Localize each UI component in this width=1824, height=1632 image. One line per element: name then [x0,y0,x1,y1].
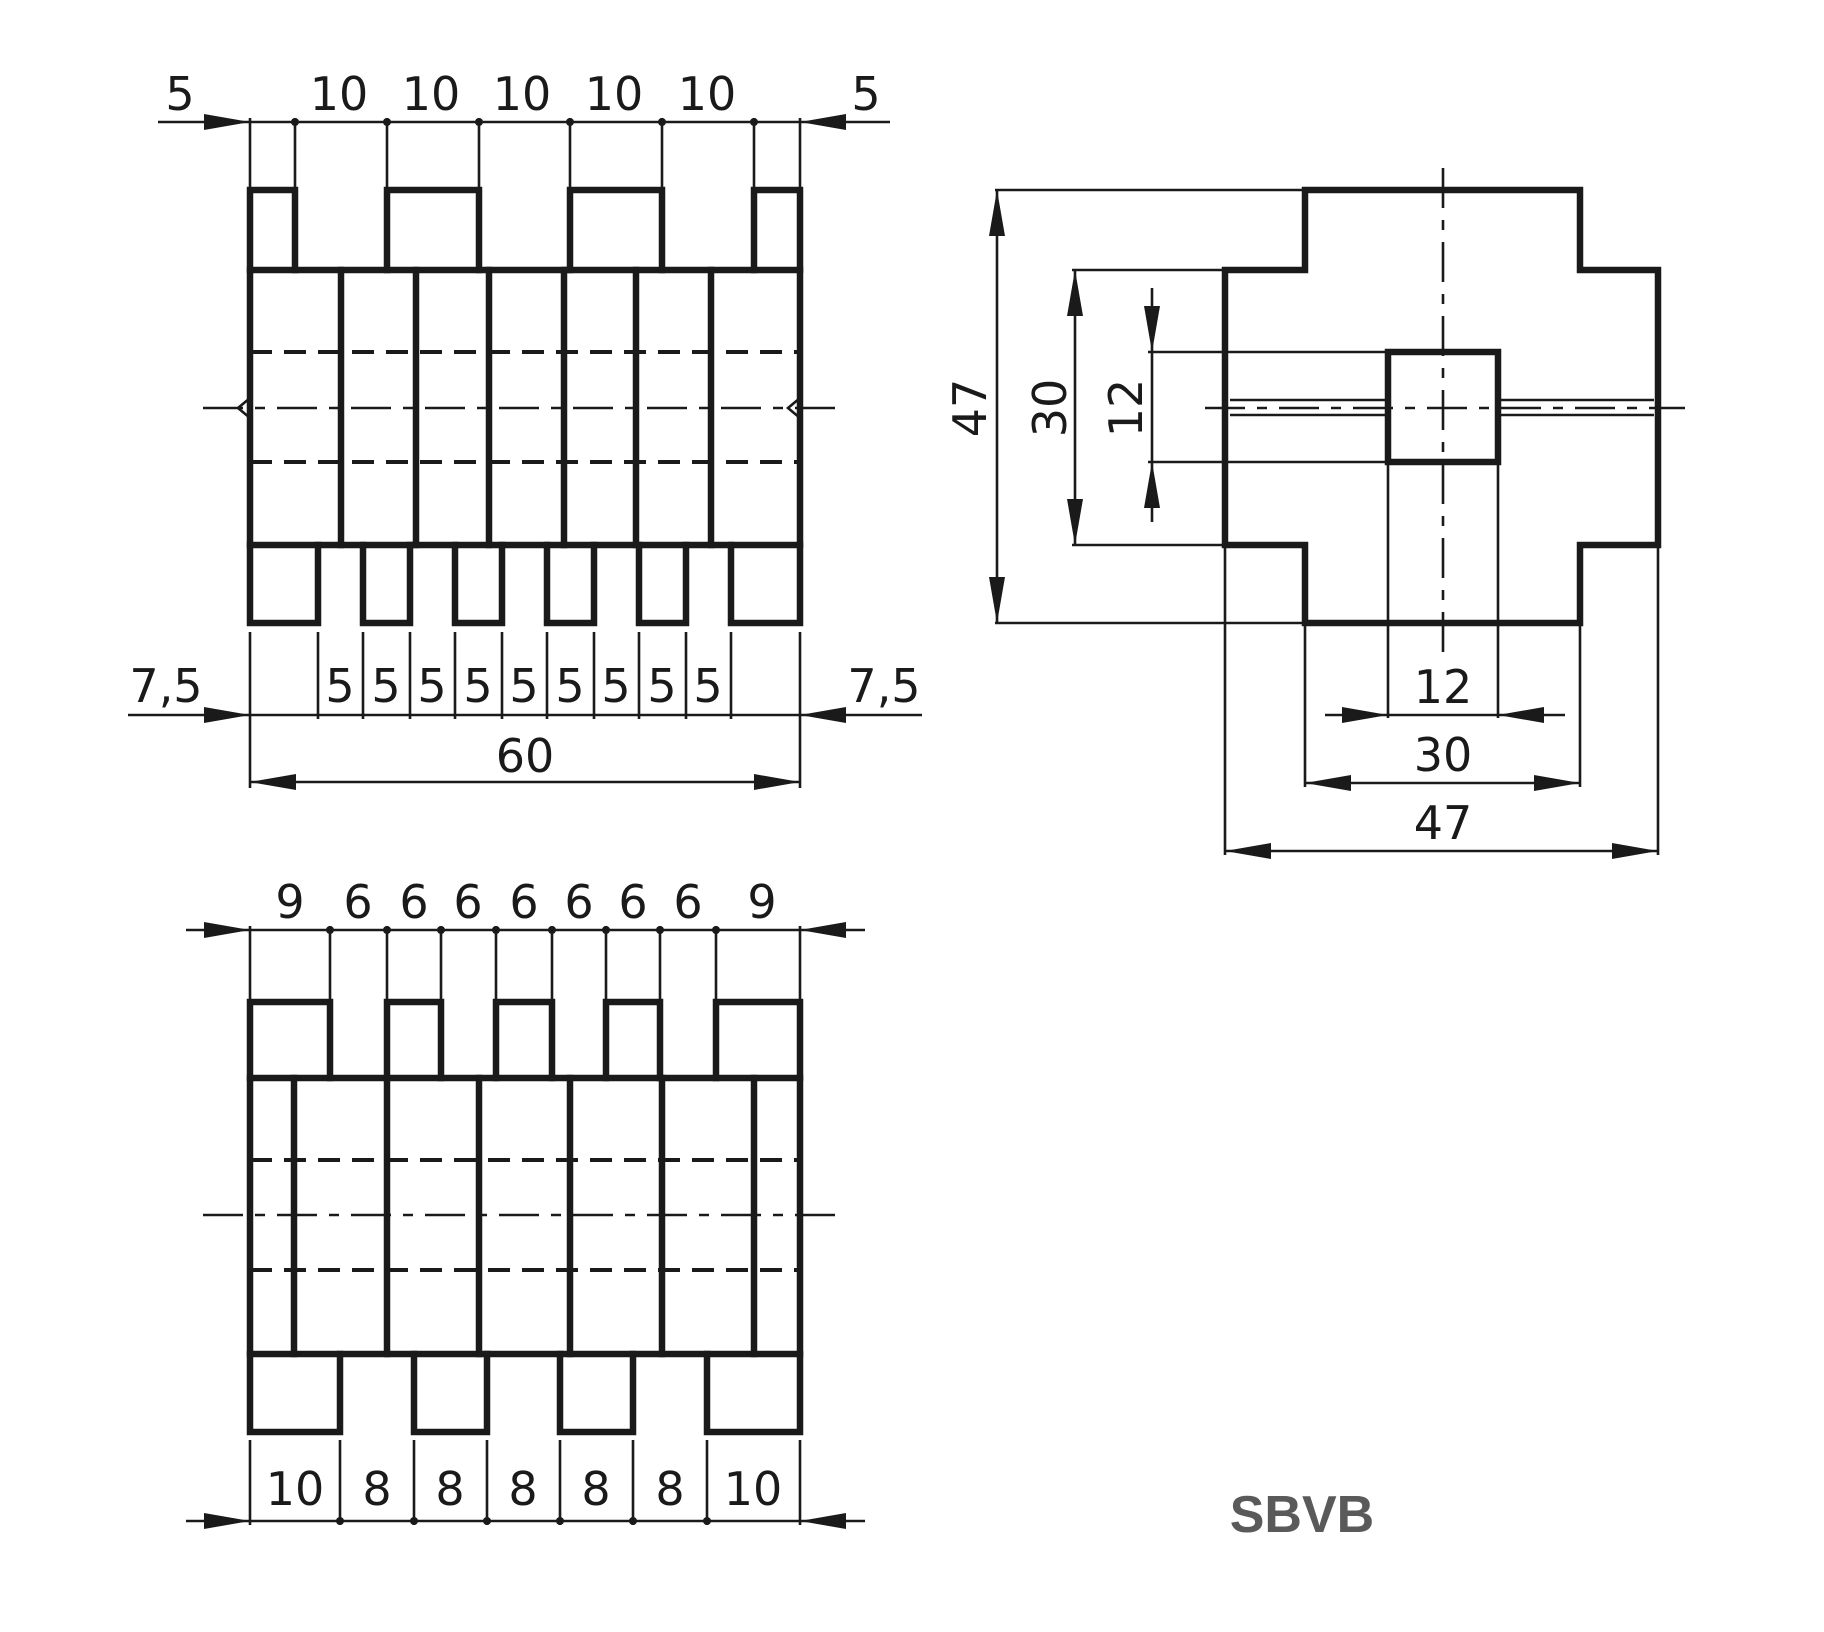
dim-lower-bottom-1: 8 [362,1462,391,1516]
side-view: 47 30 12 12 30 47 [943,168,1685,859]
dim-bottom-3: 5 [417,659,446,713]
dim-bottom-1: 5 [325,659,354,713]
dim-top-4: 10 [585,67,644,121]
dim-lower-bottom-0: 10 [266,1462,325,1516]
dim-lower-top-5: 6 [564,875,593,929]
dim-lower-bottom-6: 10 [724,1462,783,1516]
dim-lower-bottom-5: 8 [655,1462,684,1516]
dim-lower-bottom-4: 8 [581,1462,610,1516]
dim-lower-top-8: 9 [747,875,776,929]
dim-top-1: 10 [310,67,369,121]
dim-bottom-2: 5 [371,659,400,713]
dim-side-h-1: 30 [1414,728,1473,782]
dim-bottom-5: 5 [509,659,538,713]
dim-side-h-2: 47 [1414,796,1473,850]
dim-top-0: 5 [165,67,194,121]
dim-top-2: 10 [402,67,461,121]
dim-lower-top-4: 6 [509,875,538,929]
dim-top-6: 5 [851,67,880,121]
dim-side-v-2: 12 [1099,379,1153,438]
dim-side-v-0: 47 [943,379,997,438]
dim-lower-top-1: 6 [343,875,372,929]
dim-bottom-4: 5 [463,659,492,713]
dim-lower-bottom-3: 8 [508,1462,537,1516]
dim-lower-top-0: 9 [275,875,304,929]
dim-side-v-1: 30 [1023,379,1077,438]
dim-overall-width: 60 [496,729,555,783]
dim-bottom-9: 5 [693,659,722,713]
dim-lower-top-6: 6 [618,875,647,929]
dim-side-h-0: 12 [1414,660,1473,714]
dim-bottom-10: 7,5 [847,659,920,713]
dim-top-5: 10 [678,67,737,121]
dim-bottom-8: 5 [647,659,676,713]
front-view: 5 10 10 10 10 10 5 7,5 5 5 5 5 5 [128,67,922,790]
dim-bottom-0: 7,5 [129,659,202,713]
dim-lower-bottom-2: 8 [435,1462,464,1516]
dim-lower-top-3: 6 [453,875,482,929]
dim-lower-top-7: 6 [673,875,702,929]
dim-bottom-6: 5 [555,659,584,713]
dim-top-3: 10 [493,67,552,121]
model-label: SBVB [1230,1486,1374,1544]
dim-lower-top-2: 6 [399,875,428,929]
lower-view: 9 6 6 6 6 6 6 6 9 10 8 8 8 8 [186,875,865,1529]
dim-bottom-7: 5 [601,659,630,713]
